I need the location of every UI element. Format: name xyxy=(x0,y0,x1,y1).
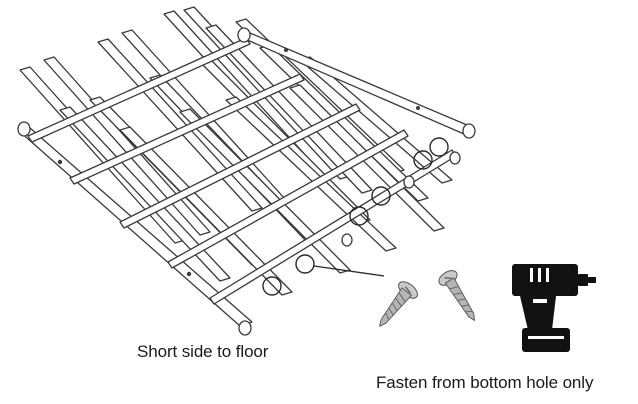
screw-icon xyxy=(438,270,476,322)
rack-holes xyxy=(57,48,420,277)
screw-icon xyxy=(379,281,418,328)
rack-rod-ends xyxy=(17,27,476,336)
short-side-caption: Short side to floor xyxy=(137,342,269,361)
attachment-point-circles xyxy=(262,137,449,296)
attachment-circle xyxy=(429,137,449,157)
wood-screw-pair xyxy=(379,270,476,328)
cordless-drill-icon xyxy=(512,264,596,352)
attachment-circle xyxy=(349,206,369,226)
attachment-circle xyxy=(262,276,282,296)
callout-leader-line xyxy=(313,265,385,277)
wire-rack-illustration xyxy=(17,6,476,336)
attachment-circle xyxy=(413,150,433,170)
fasten-caption: Fasten from bottom hole only xyxy=(376,373,594,392)
attachment-circle xyxy=(371,186,391,206)
rack-cross-bars xyxy=(27,37,457,305)
attachment-circle xyxy=(295,254,315,274)
